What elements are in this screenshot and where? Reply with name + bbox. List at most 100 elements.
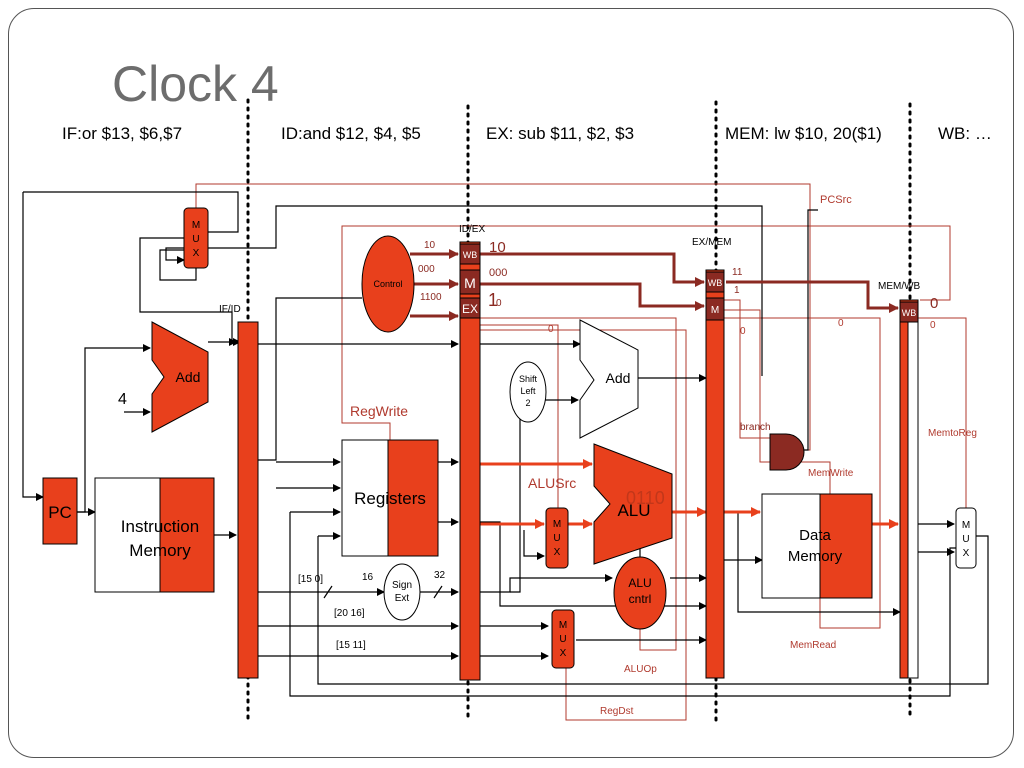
regwrite-label: RegWrite: [350, 403, 408, 419]
svg-text:EX: EX: [462, 302, 478, 316]
alu: ALU: [593, 443, 673, 565]
slide-frame: [8, 8, 1014, 758]
svg-text:WB: WB: [463, 250, 478, 260]
svg-text:U: U: [559, 634, 566, 645]
exmem-zero-label: 0: [740, 326, 746, 337]
svg-text:cntrl: cntrl: [629, 592, 652, 606]
regdst-mux: M U X: [551, 609, 575, 669]
memtoreg-label: MemtoReg: [928, 428, 977, 439]
svg-text:M: M: [559, 620, 567, 631]
alusrc-mux: M U X: [545, 507, 569, 569]
sign-extend: Sign Ext: [383, 563, 421, 621]
svg-text:M: M: [962, 520, 970, 531]
memwrite-label: MemWrite: [808, 468, 854, 479]
if-id-label: IF/ID: [219, 304, 241, 315]
branch-and-gate: [769, 433, 805, 471]
svg-text:Left: Left: [520, 386, 536, 396]
svg-text:2: 2: [525, 398, 530, 408]
svg-text:Control: Control: [373, 279, 402, 289]
svg-text:X: X: [963, 548, 970, 559]
svg-text:ALU: ALU: [617, 501, 650, 520]
register-file: Registers: [341, 439, 439, 557]
mid-zero-label: 0: [838, 318, 844, 329]
aluop-label: ALUOp: [624, 664, 657, 675]
main-datapath: [480, 459, 899, 529]
alu-result-overlay: 0110: [626, 488, 665, 508]
alu-control: ALU cntrl: [613, 556, 667, 630]
svg-text:WB: WB: [708, 278, 723, 288]
svg-text:Add: Add: [176, 369, 201, 385]
svg-text:Shift: Shift: [519, 374, 538, 384]
svg-text:M: M: [711, 305, 719, 316]
svg-text:U: U: [962, 534, 969, 545]
svg-text:M: M: [553, 519, 561, 530]
width-16-label: 16: [362, 572, 374, 583]
regdst-label: RegDst: [600, 706, 634, 717]
alusrc-label: ALUSrc: [528, 475, 576, 491]
svg-text:M: M: [192, 220, 200, 231]
stage-if-label: IF:or $13, $6,$7: [62, 124, 183, 143]
pc-adder: Add: [151, 321, 209, 433]
pc-mux: M U X: [183, 207, 209, 269]
control-wires: [195, 183, 967, 721]
bits-15-0-label: [15 0]: [298, 574, 323, 585]
memwb-value-big: 0: [930, 295, 938, 312]
shift-left-2: Shift Left 2: [509, 361, 547, 423]
exmem-wb-value: 11: [732, 267, 743, 278]
idex-m-value: 000: [489, 267, 507, 279]
svg-text:Data: Data: [799, 527, 831, 544]
stage-ex-label: EX: sub $11, $2, $3: [486, 124, 635, 143]
stage-wb-label: WB: …: [938, 124, 992, 143]
ex-mem-register: WB M: [705, 269, 725, 679]
idex-zero-label: 0: [548, 324, 554, 335]
svg-text:ALU: ALU: [628, 576, 651, 590]
instruction-memory: Instruction Memory: [94, 477, 215, 593]
svg-text:X: X: [193, 248, 200, 259]
svg-text:Add: Add: [606, 370, 631, 386]
svg-text:Memory: Memory: [129, 541, 191, 560]
svg-text:WB: WB: [902, 308, 917, 318]
ex-mem-label: EX/MEM: [692, 237, 731, 248]
stage-id-label: ID:and $12, $4, $5: [281, 124, 421, 143]
svg-text:M: M: [464, 275, 476, 291]
svg-text:U: U: [192, 234, 199, 245]
data-wires: [22, 191, 989, 697]
mem-wb-label: MEM/WB: [878, 281, 921, 292]
memtoreg-mux: M U X: [955, 507, 977, 569]
idex-wb-value: 10: [489, 239, 506, 256]
bits-15-11-label: [15 11]: [336, 640, 366, 651]
branch-label: branch: [740, 422, 771, 433]
svg-text:Instruction: Instruction: [121, 517, 199, 536]
pcsrc-label: PCSrc: [820, 194, 852, 206]
if-id-register: [237, 321, 259, 679]
control-pipeline: [410, 249, 899, 321]
program-counter: PC: [42, 477, 78, 545]
idex-ex-value-big: 1: [488, 290, 498, 310]
svg-text:Memory: Memory: [788, 548, 843, 565]
slide-title: Clock 4: [112, 56, 279, 112]
width-32-label: 32: [434, 570, 446, 581]
control-unit: Control: [361, 235, 415, 333]
bits-20-16-label: [20 16]: [334, 608, 365, 619]
ctl-ex-value: 1100: [420, 292, 442, 303]
svg-text:Registers: Registers: [354, 489, 426, 508]
exmem-m-value: 1: [734, 285, 740, 296]
idex-ex-value-small: 0: [496, 298, 502, 309]
svg-text:Sign: Sign: [392, 580, 412, 591]
svg-text:X: X: [560, 648, 567, 659]
id-ex-label: ID/EX: [459, 224, 485, 235]
mem-wb-register: WB: [899, 299, 919, 679]
clock-boundaries: [246, 98, 912, 722]
branch-adder: Add: [579, 319, 639, 439]
ctl-wb-value: 10: [424, 240, 436, 251]
id-ex-register: WB M EX: [459, 241, 481, 681]
four-constant: 4: [118, 391, 127, 408]
data-memory: Data Memory: [761, 493, 873, 599]
svg-text:Ext: Ext: [395, 593, 410, 604]
svg-text:U: U: [553, 533, 560, 544]
memread-label: MemRead: [790, 640, 836, 651]
stage-mem-label: MEM: lw $10, 20($1): [725, 124, 882, 143]
ctl-m-value: 000: [418, 264, 435, 275]
memwb-value-small: 0: [930, 320, 936, 331]
